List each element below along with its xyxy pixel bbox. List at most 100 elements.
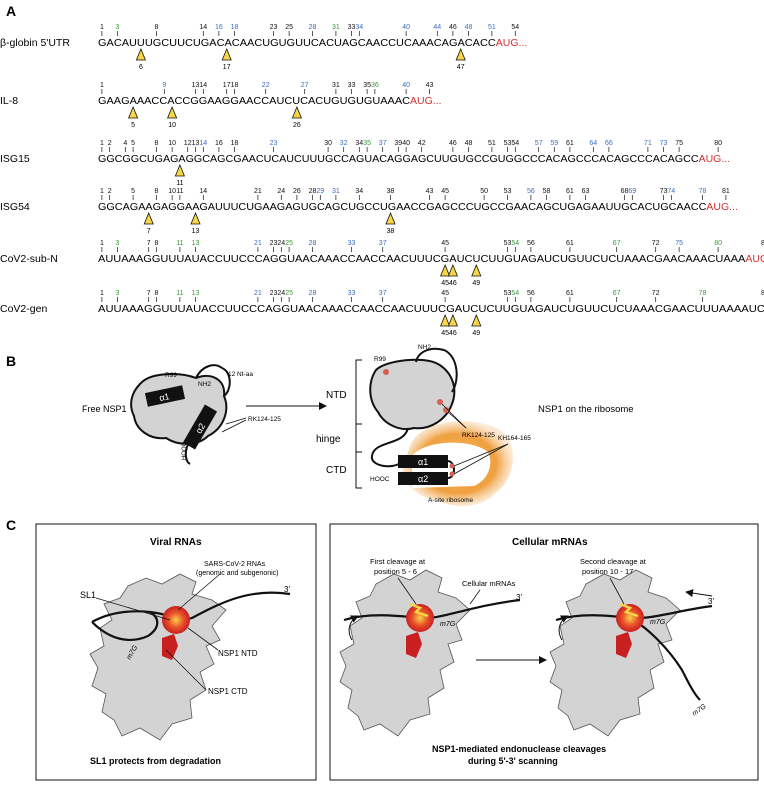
alpha2-helix xyxy=(182,404,218,450)
position-number: 61 xyxy=(566,290,574,297)
position-number: 1 xyxy=(100,240,104,247)
start-codon: AUG... xyxy=(745,253,764,265)
position-number: 30 xyxy=(324,140,332,147)
sequence-label: β-globin 5'UTR xyxy=(0,37,70,49)
cleavage-site-marker xyxy=(143,211,154,225)
cleavage-position: 47 xyxy=(457,64,465,71)
cleavage-site-marker xyxy=(190,211,201,225)
position-number: 80 xyxy=(714,240,722,247)
position-number: 54 xyxy=(511,290,519,297)
cleavage-position: 5 xyxy=(131,122,135,129)
position-number: 61 xyxy=(566,188,574,195)
position-number: 33 xyxy=(348,290,356,297)
cleavage-site-marker xyxy=(447,263,458,277)
cell-nsp1-ntd-1 xyxy=(406,604,434,632)
sequence-label: ISG15 xyxy=(0,153,30,165)
nh2-tail xyxy=(415,347,458,393)
position-number: 48 xyxy=(465,24,473,31)
viral-nsp1-ntd xyxy=(162,606,190,634)
position-number: 14 xyxy=(199,24,207,31)
position-number: 43 xyxy=(426,188,434,195)
scan-arrow-2 xyxy=(558,615,569,641)
nt-loop xyxy=(221,367,231,397)
position-number: 18 xyxy=(231,82,239,89)
nt-tail xyxy=(195,364,223,379)
position-number: 86 xyxy=(761,240,764,247)
position-number: 50 xyxy=(480,188,488,195)
cell-ribosome-2 xyxy=(549,569,681,737)
position-number: 54 xyxy=(511,140,519,147)
position-number: 23 xyxy=(270,24,278,31)
position-number: 53 xyxy=(504,290,512,297)
position-number: 25 xyxy=(285,240,293,247)
free-nsp1-diagram: Free NSP1 α1 α2 R99 NH2 12 Nt-aa HOOC RK… xyxy=(82,364,281,465)
mrna-shift-arrow xyxy=(685,589,713,598)
position-number: 78 xyxy=(699,188,707,195)
sequence-text: GACAUUUGCUUCUGACACAACUGUGUUCACUAGCAACCUC… xyxy=(98,37,496,49)
cleavage-site-marker xyxy=(385,211,396,225)
cleavage-site-marker xyxy=(455,47,466,61)
cleavage-site-marker xyxy=(440,313,451,327)
cell-mrnas-label: Cellular mRNAs xyxy=(462,579,516,588)
position-number: 22 xyxy=(262,82,270,89)
position-number: 8 xyxy=(155,290,159,297)
cleavage-site-marker xyxy=(447,313,458,327)
position-number: 56 xyxy=(527,188,535,195)
position-number: 29 xyxy=(316,188,324,195)
start-codon: AUG... xyxy=(496,37,528,49)
cellular-title: Cellular mRNAs xyxy=(512,537,588,548)
position-number: 31 xyxy=(332,82,340,89)
position-number: 34 xyxy=(355,140,363,147)
position-number: 11 xyxy=(176,240,183,247)
position-number: 69 xyxy=(628,188,636,195)
position-number: 68 xyxy=(621,188,629,195)
position-number: 10 xyxy=(168,188,176,195)
sars-pointer xyxy=(177,573,221,611)
position-number: 86 xyxy=(761,290,764,297)
cell-m7g-1: m7G xyxy=(440,621,456,628)
position-number: 54 xyxy=(511,24,519,31)
position-number: 1 xyxy=(100,188,104,195)
sequence-label: CoV2-sub-N xyxy=(0,253,58,265)
position-number: 74 xyxy=(667,188,675,195)
position-number: 33 xyxy=(348,24,356,31)
start-codon: AUG... xyxy=(699,153,731,165)
position-number: 61 xyxy=(566,240,574,247)
sl1-label: SL1 xyxy=(80,590,96,600)
cleavage-position: 46 xyxy=(449,330,457,337)
position-number: 67 xyxy=(613,290,621,297)
ctd-pointer xyxy=(165,649,207,691)
second-cleavage-line2: position 10 - 17 xyxy=(582,567,633,576)
on-ribosome-label: NSP1 on the ribosome xyxy=(538,404,634,415)
viral-title: Viral RNAs xyxy=(150,537,202,548)
alpha1-label: α1 xyxy=(158,391,170,403)
position-number: 59 xyxy=(550,140,558,147)
position-number: 28 xyxy=(309,24,317,31)
position-number: 27 xyxy=(301,82,309,89)
cleavage-position: 13 xyxy=(192,228,200,235)
position-number: 18 xyxy=(231,140,239,147)
cell-3prime-1: 3' xyxy=(516,593,522,602)
position-number: 43 xyxy=(426,82,434,89)
cleavage-position: 10 xyxy=(168,122,176,129)
hooc-label-bound: HOOC xyxy=(370,476,390,483)
sars-label-line2: (genomic and subgenonic) xyxy=(196,570,279,577)
lightning-icon-2 xyxy=(619,602,639,618)
cell-nsp1-ctd-1 xyxy=(406,632,422,658)
ntd-pointer xyxy=(187,627,219,651)
cleavage-site-marker xyxy=(135,47,146,61)
start-codon: AUG... xyxy=(706,201,738,213)
first-cleavage-line2: position 5 - 6 xyxy=(374,567,417,576)
position-number: 28 xyxy=(309,290,317,297)
rk-bound-pointer-b xyxy=(447,411,467,429)
nsp1-ctd-label: NSP1 CTD xyxy=(208,687,248,696)
position-number: 8 xyxy=(155,24,159,31)
cleavage-caption-line1: NSP1-mediated endonuclease cleavages xyxy=(432,744,606,754)
position-number: 4 xyxy=(123,140,127,147)
position-number: 5 xyxy=(131,140,135,147)
position-number: 58 xyxy=(543,188,551,195)
nh2-label-bound: NH2 xyxy=(418,344,431,351)
position-number: 46 xyxy=(449,140,457,147)
position-number: 71 xyxy=(644,140,652,147)
